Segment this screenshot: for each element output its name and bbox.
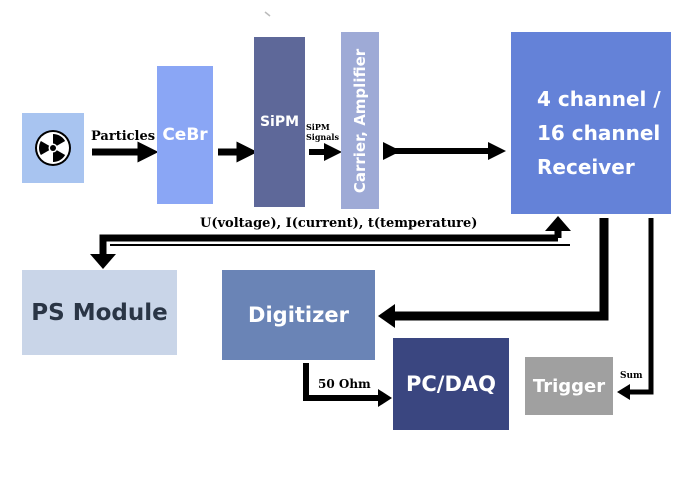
sipm-signals-label: SiPM Signals — [306, 122, 339, 142]
receiver-to-digitizer-line — [395, 218, 609, 321]
pc-daq-label: PC/DAQ — [405, 372, 496, 396]
sipm-block: SiPM — [254, 37, 305, 207]
receiver-label-line-2: 16 channel — [537, 121, 661, 145]
stray-mark — [264, 11, 271, 17]
pc-daq-block: PC/DAQ — [393, 338, 509, 430]
sipm-label: SiPM — [259, 114, 300, 130]
cebr-label: CeBr — [162, 125, 208, 145]
digitizer-block: Digitizer — [222, 270, 375, 360]
uit-feedback-line — [99, 234, 558, 254]
radiation-icon — [35, 130, 71, 166]
receiver-label-line-3: Receiver — [537, 155, 635, 179]
receiver-uit-arrowhead — [545, 216, 571, 231]
receiver-to-trigger-line — [630, 218, 654, 395]
carrier-amplifier-block: Carrier, Amplifier — [341, 32, 379, 209]
fifty-ohm-label: 50 Ohm — [318, 377, 371, 391]
radiation-source-block — [22, 113, 84, 183]
trigger-arrowhead — [617, 384, 630, 400]
cebr-block: CeBr — [157, 66, 213, 204]
receiver-block: 4 channel / 16 channel Receiver — [511, 32, 671, 214]
receiver-label-line-1: 4 channel / — [537, 87, 661, 111]
digitizer-label: Digitizer — [248, 303, 349, 327]
trigger-label: Trigger — [532, 375, 606, 397]
carrier-amplifier-label: Carrier, Amplifier — [351, 48, 369, 193]
ps-module-label: PS Module — [31, 299, 168, 326]
trigger-block: Trigger — [525, 357, 613, 415]
particles-label: Particles — [91, 129, 156, 144]
pcdaq-arrowhead — [378, 389, 392, 407]
ps-module-arrowhead — [90, 254, 116, 269]
digitizer-to-pcdaq-line — [303, 363, 378, 401]
sum-label: Sum — [620, 371, 643, 381]
uit-label: U(voltage), I(current), t(temperature) — [200, 216, 478, 231]
digitizer-arrowhead — [378, 304, 395, 328]
ps-module-block: PS Module — [22, 270, 177, 355]
